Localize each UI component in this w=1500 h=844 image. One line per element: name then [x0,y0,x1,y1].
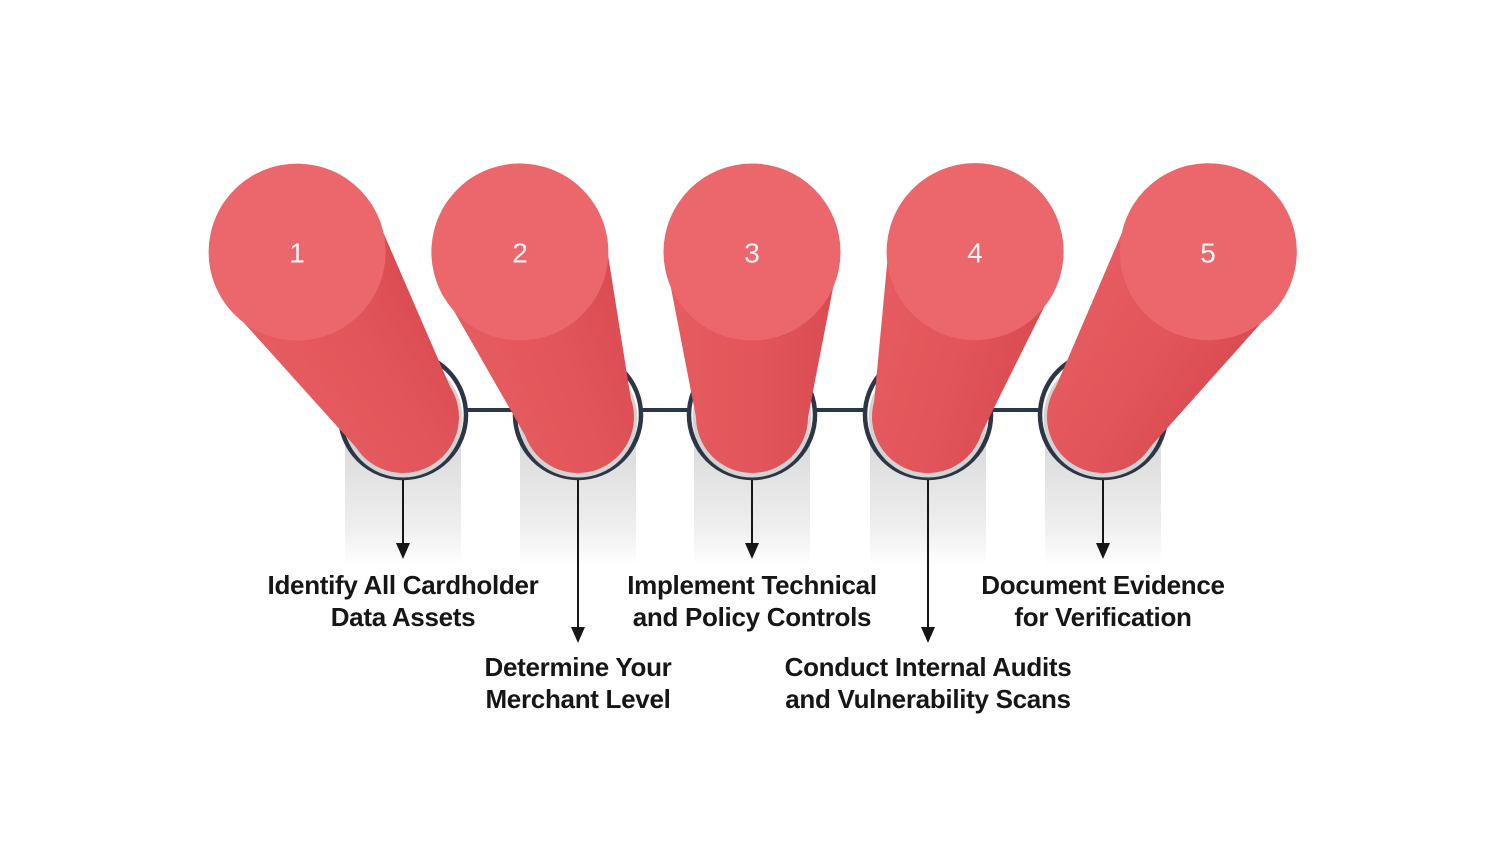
step-label-1: Identify All Cardholder Data Assets [223,569,583,633]
step-label-2-line-1: Determine Your [484,652,672,682]
step-label-4-line-2: and Vulnerability Scans [785,684,1071,714]
pin-face [1119,163,1297,341]
arrow-down-icon [571,480,585,643]
pin-3 [663,163,841,473]
step-label-1-line-1: Identify All Cardholder [267,570,539,600]
pin-number-1: 1 [289,238,305,269]
step-label-3: Implement Technical and Policy Controls [572,569,932,633]
arrow-down-icon [745,480,759,559]
step-label-4: Conduct Internal Audits and Vulnerabilit… [748,651,1108,715]
step-label-3-line-2: and Policy Controls [632,602,872,632]
pin-numbers: 1 2 3 4 5 [289,238,1216,269]
arrow-down-icon [396,480,410,559]
pin-2 [431,163,634,473]
pin-face [663,163,841,341]
step-label-5-line-2: for Verification [1014,602,1192,632]
pin-4 [872,163,1064,473]
arrows [396,480,1110,643]
pins [208,163,1297,473]
pin-number-4: 4 [967,238,983,269]
step-label-1-line-2: Data Assets [330,602,476,632]
arrow-down-icon [921,480,935,643]
pin-face [886,163,1064,341]
pin-1 [208,163,459,473]
step-label-5: Document Evidence for Verification [923,569,1283,633]
step-label-4-line-1: Conduct Internal Audits [784,652,1072,682]
step-label-2-line-2: Merchant Level [485,684,671,714]
step-label-3-line-1: Implement Technical [627,570,877,600]
pin-5 [1047,163,1297,473]
step-label-2: Determine Your Merchant Level [398,651,758,715]
arrow-down-icon [1096,480,1110,559]
pin-number-3: 3 [744,238,760,269]
step-label-5-line-1: Document Evidence [981,570,1225,600]
pin-face [431,163,609,341]
pin-number-2: 2 [512,238,528,269]
pin-number-5: 5 [1200,238,1216,269]
pin-face [208,163,386,341]
